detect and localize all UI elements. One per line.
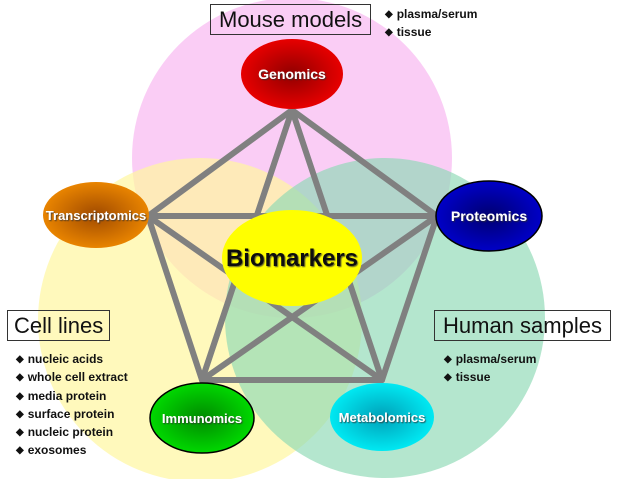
human-samples-list: plasma/serum tissue: [444, 351, 537, 388]
cell-lines-title: Cell lines: [7, 310, 111, 342]
edge-genomics-transcriptomics: [145, 107, 295, 219]
biomarkers-label: Biomarkers: [226, 245, 358, 272]
metabolomics-node[interactable]: [330, 383, 434, 451]
list-item: surface protein: [16, 406, 128, 424]
list-item: nucleic protein: [16, 424, 128, 442]
immunomics-node[interactable]: [149, 382, 255, 454]
proteomics-label: Proteomics: [451, 208, 527, 224]
mouse-models-list: plasma/serum tissue: [385, 6, 478, 43]
list-item: media protein: [16, 388, 128, 406]
list-item: whole cell extract: [16, 369, 128, 387]
list-item: tissue: [385, 24, 477, 42]
genomics-label: Genomics: [258, 66, 326, 82]
edge-genomics-proteomics: [289, 107, 440, 219]
list-item: nucleic acids: [16, 351, 128, 369]
transcriptomics-node[interactable]: [43, 182, 149, 248]
transcriptomics-label: Transcriptomics: [46, 208, 146, 223]
mouse-models-title: Mouse models: [210, 4, 372, 36]
proteomics-node[interactable]: [435, 180, 543, 252]
list-item: exosomes: [16, 442, 128, 460]
genomics-node[interactable]: [241, 39, 343, 109]
list-item: plasma/serum: [444, 351, 537, 369]
list-item: tissue: [444, 369, 536, 387]
biomarkers-node[interactable]: [222, 210, 362, 306]
list-item: plasma/serum: [385, 6, 478, 24]
immunomics-label: Immunomics: [162, 411, 242, 426]
cell-lines-list: nucleic acids whole cell extract media p…: [16, 351, 128, 461]
edge-transcriptomics-immunomics: [145, 213, 205, 383]
edge-proteomics-metabolomics: [379, 213, 440, 383]
human-samples-title: Human samples: [434, 310, 611, 342]
metabolomics-label: Metabolomics: [339, 410, 426, 425]
